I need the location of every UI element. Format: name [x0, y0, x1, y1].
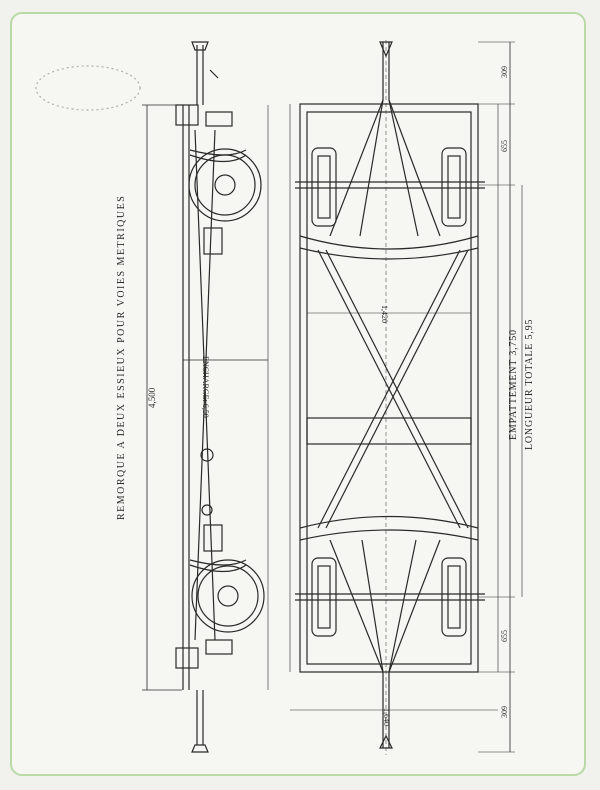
drawing-title: REMORQUE A DEUX ESSIEUX POUR VOIES METRI… — [116, 195, 127, 520]
dim-top-2: 655 — [500, 140, 509, 152]
page-frame — [10, 12, 586, 776]
track-width-label: 1,420 — [380, 305, 389, 323]
plan-view — [289, 40, 523, 755]
wheelbase-label: EMPATTEMENT 3,750 — [508, 329, 519, 440]
stamp — [35, 65, 141, 111]
dim-bottom-1: 655 — [500, 630, 509, 642]
total-length-label: LONGUEUR TOTALE 5,95 — [524, 319, 535, 450]
dim-bottom-2: 309 — [500, 706, 509, 718]
overall-length-label: 4,500 — [147, 387, 157, 408]
dim-top-1: 309 — [500, 66, 509, 78]
overhang-label: ENCHARGE: 6,50 — [201, 356, 210, 418]
outer-width-label: 1,640 — [382, 708, 391, 726]
side-elevation — [142, 41, 269, 753]
